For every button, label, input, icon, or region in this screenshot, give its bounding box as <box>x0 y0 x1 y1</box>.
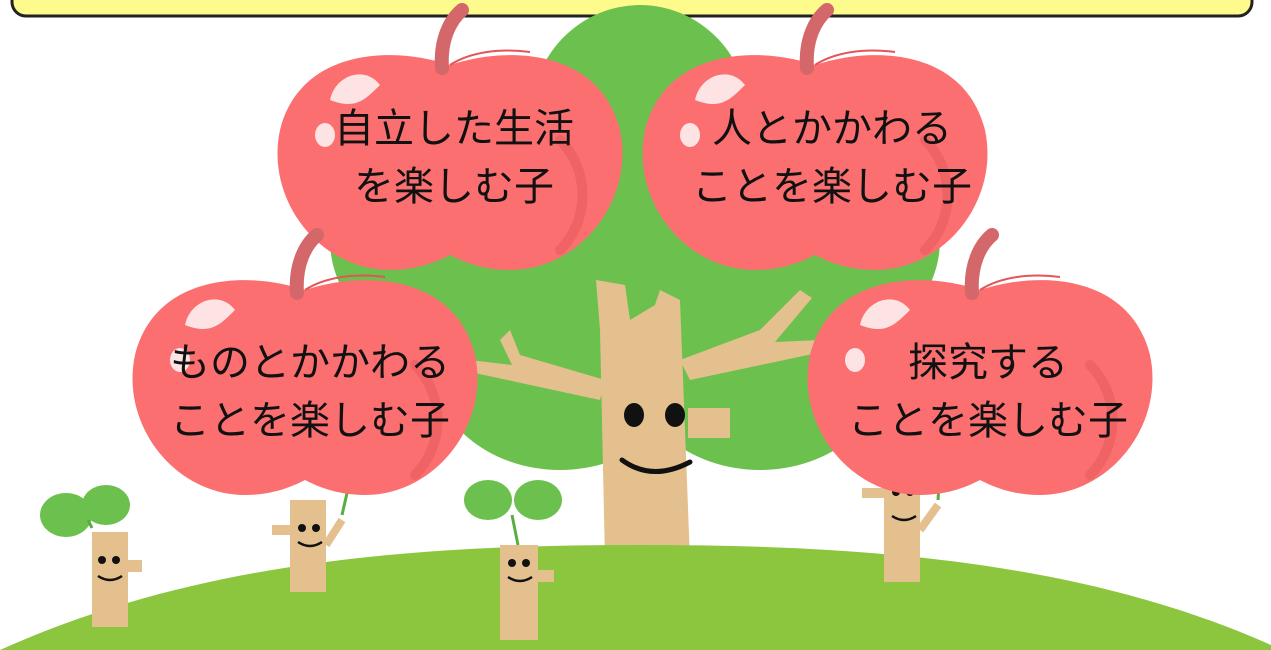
character-holding-apple-left <box>272 479 352 592</box>
apple-label-mono: ものとかかわる ことを楽しむ子 <box>160 334 460 450</box>
tree-face <box>619 403 693 474</box>
apple-label-line: 人とかかわる <box>712 106 952 152</box>
apple-label-tankyu: 探究する ことを楽しむ子 <box>838 334 1138 450</box>
apple-label-jiritsu: 自立した生活 を楽しむ子 <box>334 100 574 216</box>
apple-label-line: ことを楽しむ子 <box>692 164 972 210</box>
apple-label-hito: 人とかかわる ことを楽しむ子 <box>682 100 982 216</box>
apple-label-line: 自立した生活 <box>334 106 574 152</box>
apple-label-line: を楽しむ子 <box>354 164 554 210</box>
grass-hill <box>0 545 1271 650</box>
apple-label-line: ことを楽しむ子 <box>848 398 1128 444</box>
sprout-character-center <box>464 480 562 640</box>
apple-label-line: ことを楽しむ子 <box>170 398 450 444</box>
sprout-character-left <box>40 485 142 627</box>
apple-label-line: 探究する <box>908 340 1068 386</box>
apple-label-line: ものとかかわる <box>170 340 450 386</box>
